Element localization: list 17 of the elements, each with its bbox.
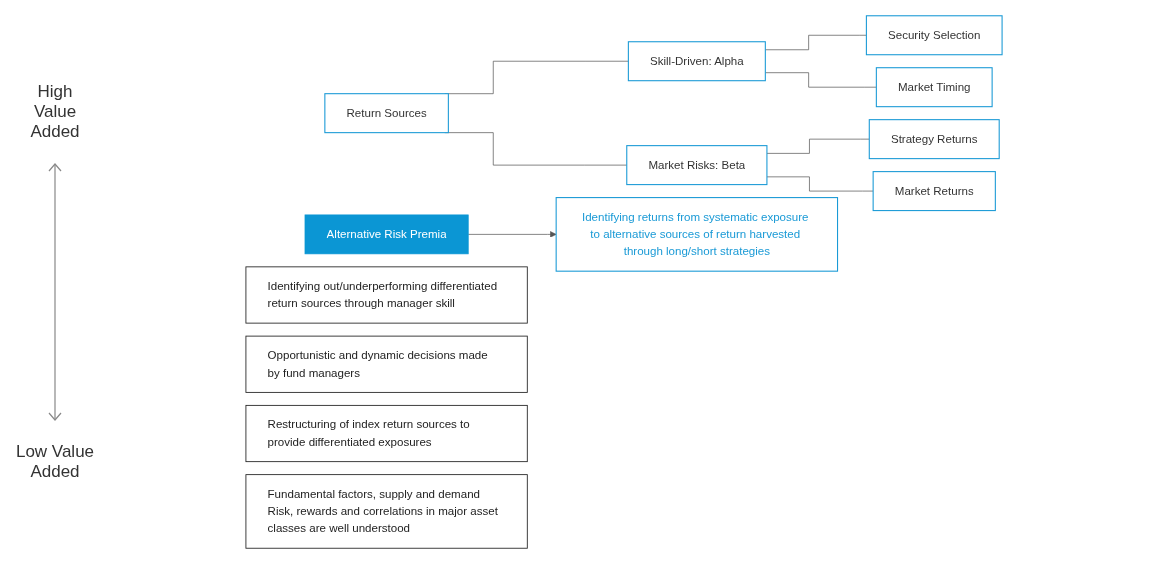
scale-label: Low Value Added — [15, 442, 95, 482]
scale-label: High Value Added — [29, 82, 81, 142]
node-box: Market Timing — [875, 67, 993, 108]
node-box: Fundamental factors, supply and demand Risk, rewards and correlations in major asset classes are well understood — [245, 474, 528, 549]
node-box: Return Sources — [324, 93, 449, 134]
node-box: Identifying returns from systematic exposure to alternative sources of return harvested through long/short strategies — [555, 197, 839, 272]
node-box: Restructuring of index return sources to provide differentiated exposures — [245, 404, 528, 463]
node-box: Market Returns — [872, 171, 996, 212]
node-box: Identifying out/underperforming differentiated return sources through manager skill — [245, 266, 528, 324]
node-box: Security Selection — [865, 15, 1003, 56]
node-box: Opportunistic and dynamic decisions made by fund managers — [245, 335, 528, 393]
node-box: Skill-Driven: Alpha — [627, 41, 766, 82]
node-box: Market Risks: Beta — [626, 145, 768, 186]
connector — [766, 138, 870, 154]
connector — [766, 176, 874, 192]
node-box: Strategy Returns — [868, 119, 1000, 160]
node-box: Alternative Risk Premia — [304, 214, 469, 255]
